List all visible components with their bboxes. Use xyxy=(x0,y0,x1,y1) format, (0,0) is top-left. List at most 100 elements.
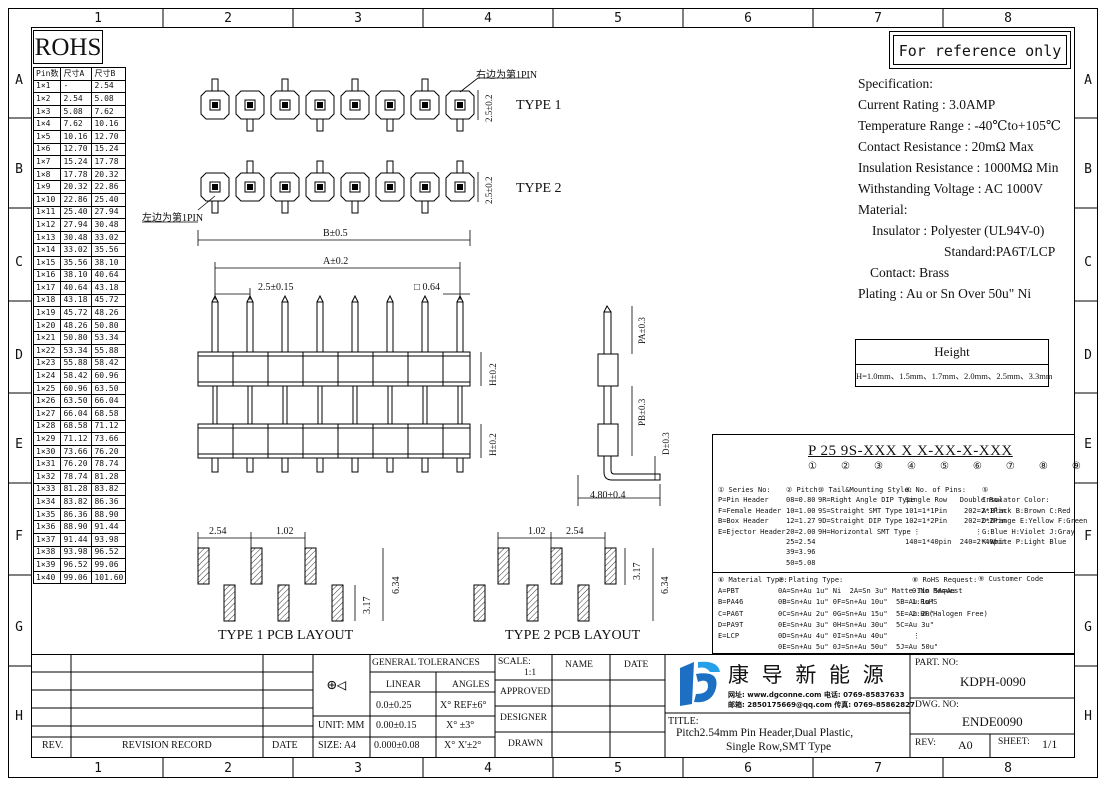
housing-cell xyxy=(410,172,440,202)
spec-withstanding: Withstanding Voltage : AC 1000V xyxy=(858,181,1043,196)
name-label: NAME xyxy=(565,660,593,670)
pcb-pad xyxy=(526,584,539,622)
pin-tip xyxy=(421,294,429,303)
column-label: 1 xyxy=(94,11,102,26)
angle-tolerance-3: X° X'±2° xyxy=(444,740,482,751)
pin-center xyxy=(212,102,218,108)
column-label: 6 xyxy=(744,761,752,776)
housing-cell xyxy=(410,90,440,120)
code-option: 9R=Right Angle DIP Type xyxy=(818,496,915,505)
tolerance-3: 0.000±0.08 xyxy=(374,740,420,751)
pin-table-cell: 1×30 xyxy=(32,444,62,459)
spec-material: Material: xyxy=(858,202,908,217)
part-no-label: PART. NO: xyxy=(915,658,959,668)
code-option: 08=0.80 xyxy=(786,496,816,505)
general-tolerances: GENERAL TOLERANCES xyxy=(372,658,480,668)
title-label: TITLE: xyxy=(668,716,699,727)
housing-cell xyxy=(340,90,370,120)
pin-square xyxy=(419,99,431,111)
housing-cell xyxy=(200,90,230,120)
pin-square xyxy=(314,181,326,193)
tolerance-2: 0.00±0.15 xyxy=(376,720,417,731)
pin-center xyxy=(387,102,393,108)
size-label: SIZE: A4 xyxy=(318,740,357,751)
code-option: G:Blue H:Violet J:Gray xyxy=(982,527,1075,536)
company-mail: 邮箱: 2850175669@qq.com 传真: 0769-85862827 xyxy=(728,701,915,709)
spec-insulator: Insulator : Polyester (UL94V-0) xyxy=(872,223,1045,238)
angle-tolerance-1: X° REF±6° xyxy=(440,700,487,711)
revision-record-label: REVISION RECORD xyxy=(122,740,212,751)
code-option: 10=1.00 xyxy=(786,506,816,515)
code-option: 1:RoHS xyxy=(912,598,938,607)
pcb-pad xyxy=(604,547,617,585)
housing-cell xyxy=(305,172,335,202)
plating-list: ⑦ Plating Type:0A=Sn+Au 1u" Ni 2A=Sn 3u"… xyxy=(778,575,955,653)
pin-center xyxy=(212,184,218,190)
pin-table-cell: 1×23 xyxy=(32,356,62,371)
spec-plating: Plating : Au or Sn Over 50u" Ni xyxy=(858,286,1032,301)
unit-label: UNIT: MM xyxy=(318,720,365,731)
column-label: 5 xyxy=(614,761,622,776)
pcb-pad xyxy=(197,547,210,585)
pin-center xyxy=(422,102,428,108)
scale-label: SCALE: xyxy=(498,657,531,667)
code-option: 39=3.96 xyxy=(786,548,816,557)
spec-insulation-resistance: Insulation Resistance : 1000MΩ Min xyxy=(858,160,1059,175)
date-label: DATE xyxy=(272,740,298,751)
dim-pin-square: □ 0.64 xyxy=(414,282,441,293)
spec-standard: Standard:PA6T/LCP xyxy=(944,244,1056,259)
pin-center xyxy=(457,102,463,108)
tail-list: ③ Tail&Mounting Style:9R=Right Angle DIP… xyxy=(818,485,915,537)
column-label: 4 xyxy=(484,11,492,26)
row-label: A xyxy=(15,73,23,88)
pin-square xyxy=(244,99,256,111)
approved-label: APPROVED xyxy=(500,687,551,697)
code-option: 0D=Sn+Au 4u" 0I=Sn+Au 40u" ⋮ xyxy=(778,632,920,641)
housing-cell xyxy=(235,172,265,202)
code-option: Single Row Double Row xyxy=(905,496,1002,505)
pin-center xyxy=(352,102,358,108)
code-option: 0C=Sn+Au 2u" 0G=Sn+Au 15u" 5E=Au 2u" xyxy=(778,609,934,618)
pin-table-cell: 91.44 xyxy=(91,520,127,534)
column-label: 3 xyxy=(354,11,362,26)
tolerance-1: 0.0±0.25 xyxy=(376,700,412,711)
part-code-circles: ① ② ③ ④ ⑤ ⑥ ⑦ ⑧ ⑨ xyxy=(808,461,1090,472)
housing-cell xyxy=(445,172,475,202)
housing-cell xyxy=(375,172,405,202)
code-option: 0B=Sn+Au 1u" 0F=Sn+Au 10u" 5B=Au 1u" xyxy=(778,598,934,607)
row-label: C xyxy=(1084,255,1092,270)
pin-table-cell: 1×40 xyxy=(32,570,62,585)
housing-cell xyxy=(445,90,475,120)
column-label: 8 xyxy=(1004,11,1012,26)
pin-center xyxy=(422,184,428,190)
pin-center xyxy=(282,184,288,190)
pin-table-cell: 35.56 xyxy=(60,255,93,270)
column-label: 3 xyxy=(354,761,362,776)
pin-tip xyxy=(281,294,289,303)
spec-temperature: Temperature Range : -40℃to+105℃ xyxy=(858,118,1061,133)
smt-lead xyxy=(386,160,394,174)
pin-tip xyxy=(316,294,324,303)
first-pin-right-note: 右边为第1PIN xyxy=(476,70,538,81)
pin-table-cell: 30.48 xyxy=(60,230,93,245)
smt-lead xyxy=(421,200,429,214)
pin-square xyxy=(314,99,326,111)
side-smt-foot xyxy=(603,456,661,481)
part-code: P 25 9S-XXX X X-XX-X-XXX xyxy=(808,443,1013,459)
pin-square xyxy=(209,99,221,111)
pin-table-cell: 99.06 xyxy=(91,558,127,572)
pcb-type1-label: TYPE 1 PCB LAYOUT xyxy=(218,628,354,643)
pcb-pad xyxy=(473,584,486,622)
smt-lead xyxy=(211,78,219,92)
pcb-pad xyxy=(577,584,590,622)
pin-square xyxy=(384,181,396,193)
spec-heading: Specification: xyxy=(858,76,933,91)
angles-label: ANGLES xyxy=(452,680,490,690)
